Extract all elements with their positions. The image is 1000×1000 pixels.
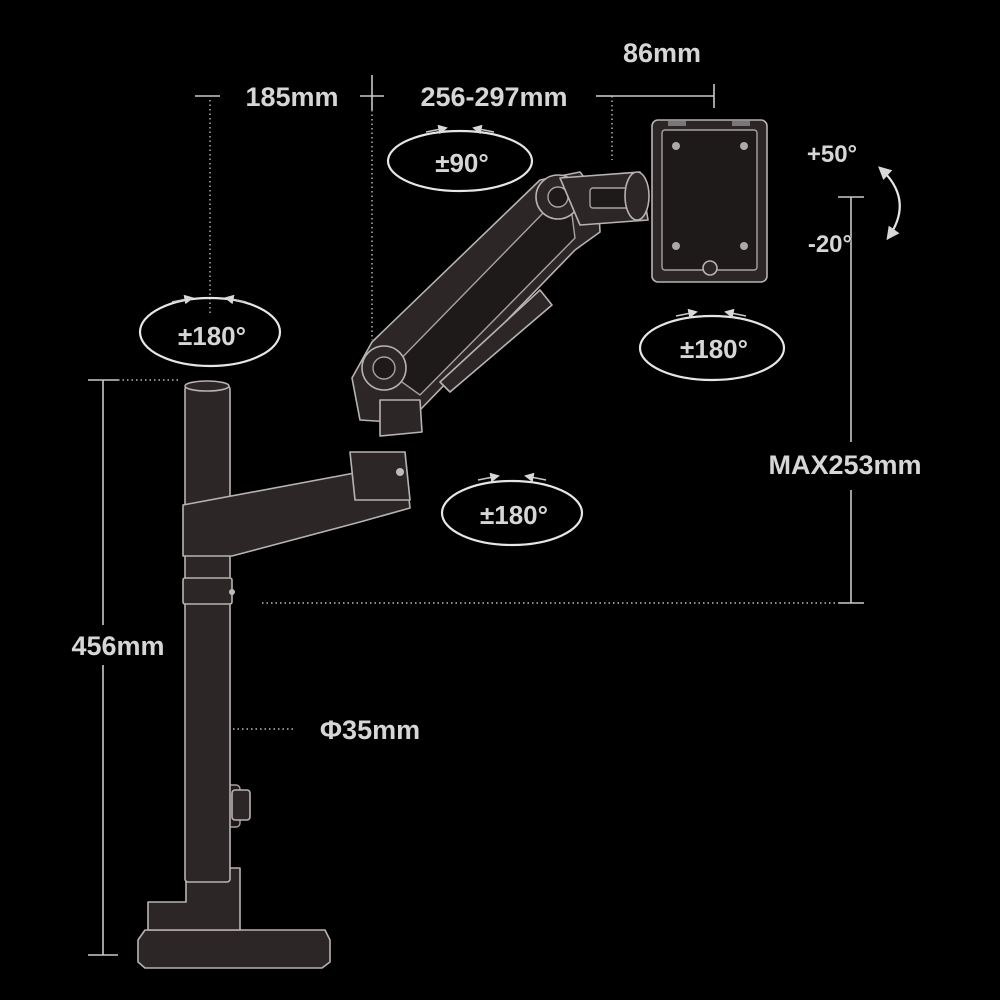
height-range-label: MAX253mm: [768, 450, 921, 480]
vesa-plate: [651, 119, 768, 283]
upper-arm: [351, 171, 650, 437]
rotation-indicator-monitor: [638, 308, 786, 382]
tilt-down-label: -20°: [808, 231, 852, 258]
pole-offset-label: 185mm: [245, 82, 338, 112]
arm-reach-label: 256-297mm: [420, 82, 567, 112]
base-arm: [182, 451, 411, 557]
pole-height-label: 456mm: [71, 631, 164, 661]
dimension-lines: [88, 75, 864, 956]
head-depth-label: 86mm: [623, 38, 701, 68]
rotation-indicator-base-arm: [440, 472, 584, 547]
pole-diameter-label: Φ35mm: [320, 715, 420, 745]
rotation-indicator-pole: [138, 294, 282, 368]
base-arm-swivel-label: ±180°: [480, 500, 548, 530]
tilt-up-label: +50°: [807, 141, 857, 168]
elbow-swivel-label: ±90°: [435, 148, 489, 178]
desk-clamp: [137, 784, 331, 969]
pole: [182, 380, 235, 883]
tilt-indicator: [878, 166, 901, 241]
pole-swivel-label: ±180°: [178, 321, 246, 351]
rotation-indicator-elbow: [386, 124, 534, 193]
monitor-rotation-label: ±180°: [680, 334, 748, 364]
